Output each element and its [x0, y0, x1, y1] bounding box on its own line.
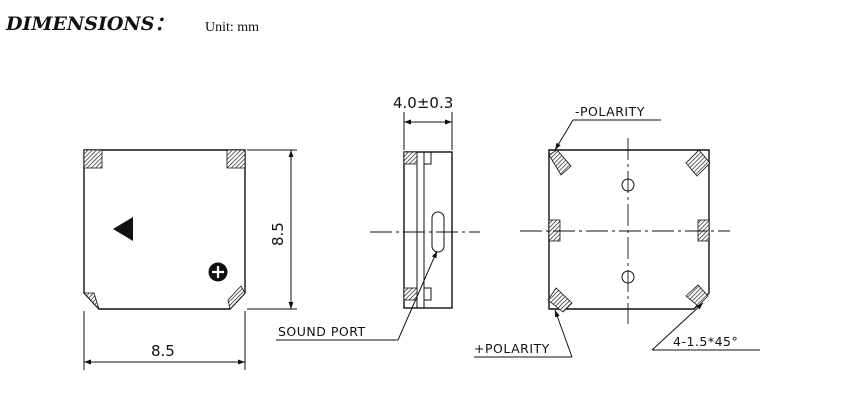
section-title: DIMENSIONS：	[5, 13, 174, 35]
positive-polarity-label: +POLARITY	[474, 341, 550, 356]
side-view	[276, 112, 480, 341]
height-dimension-label: 8.5	[269, 222, 287, 246]
bottom-view	[474, 119, 760, 358]
pin1-triangle-marker	[113, 217, 133, 241]
width-dimension-label: 8.5	[151, 342, 175, 360]
unit-label: Unit: mm	[205, 20, 259, 35]
chamfer-label: 4-1.5*45°	[673, 334, 738, 349]
negative-polarity-label: -POLARITY	[575, 104, 645, 119]
positive-terminal-icon	[208, 262, 228, 282]
front-view	[83, 149, 297, 370]
sound-port-label: SOUND PORT	[278, 324, 366, 339]
thickness-dimension-label: 4.0±0.3	[393, 94, 453, 112]
